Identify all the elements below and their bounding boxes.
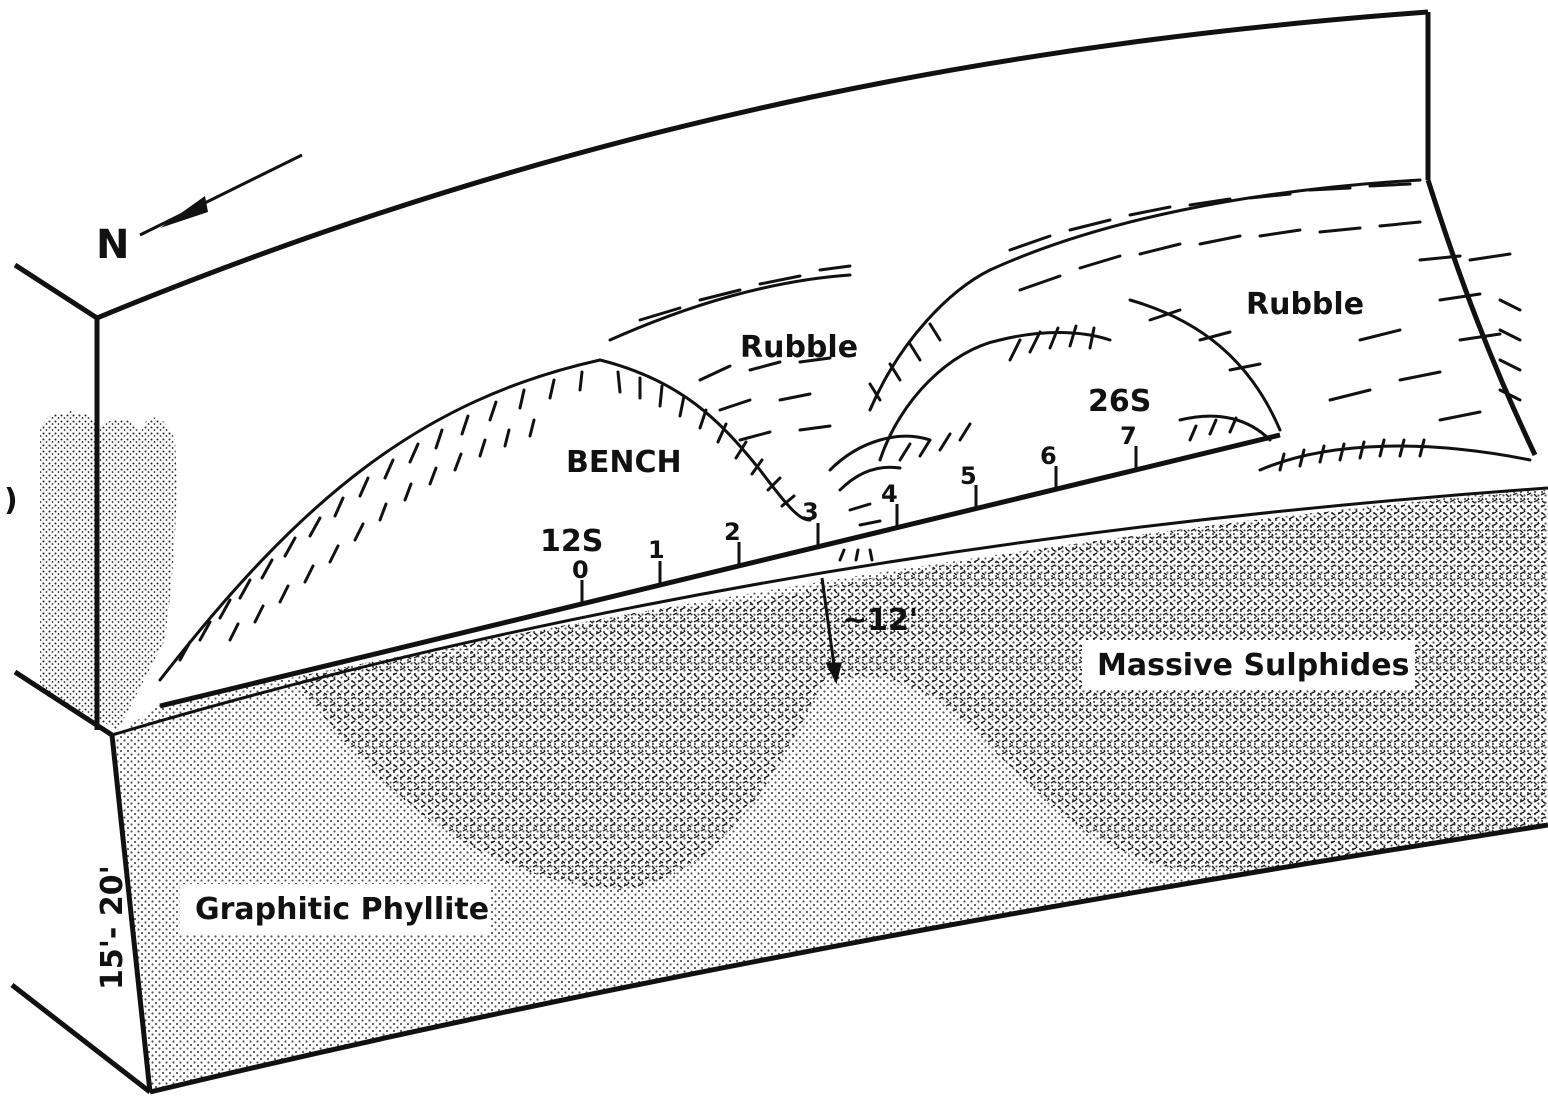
depth-label: ~12' <box>842 603 918 638</box>
tick-label: 2 <box>724 518 741 546</box>
tick-label: 6 <box>1040 442 1057 470</box>
edge-mark: ) <box>4 483 18 518</box>
thickness-label: 15'- 20' <box>95 865 130 990</box>
tick-label: 7 <box>1120 422 1137 450</box>
north-arrow-icon <box>140 155 302 235</box>
tick-label: 1 <box>648 536 665 564</box>
tick-label: 5 <box>960 462 977 490</box>
station-end-label: 26S <box>1088 384 1151 419</box>
north-label: N <box>96 222 129 268</box>
bench-label: BENCH <box>566 445 682 480</box>
tick-label: 0 <box>572 556 589 584</box>
tick-label: 4 <box>881 480 898 508</box>
tick-label: 3 <box>802 498 819 526</box>
rubble-label-right: Rubble <box>1246 287 1364 322</box>
left-vegetation <box>40 410 176 730</box>
station-start-label: 12S <box>540 524 603 559</box>
rubble-label-left: Rubble <box>740 330 858 365</box>
massive-sulphides-label: Massive Sulphides <box>1097 648 1409 683</box>
graphitic-phyllite-label: Graphitic Phyllite <box>195 892 489 927</box>
